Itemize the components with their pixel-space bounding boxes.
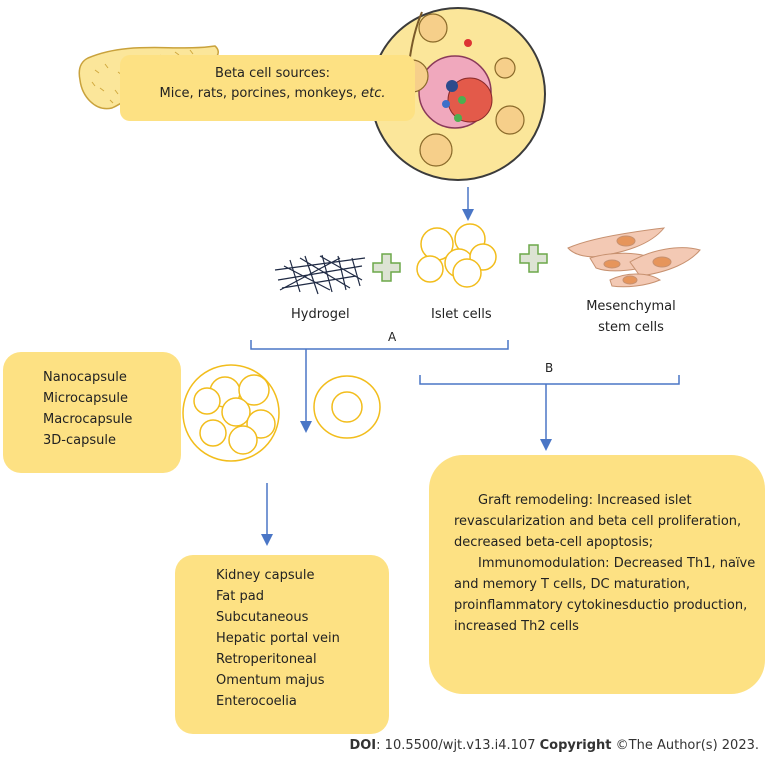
list-item: Enterocoelia [216, 694, 297, 709]
msc-effects-box [429, 455, 765, 694]
list-item: Kidney capsule [216, 568, 315, 583]
sources-list: Mice, rats, porcines, monkeys, etc. [159, 86, 386, 101]
plus-icon [519, 244, 548, 273]
macrocapsule-icon [182, 364, 280, 462]
list-item: Fat pad [216, 589, 264, 604]
beta-cell-sources-box [120, 55, 415, 121]
branch-a-label: A [388, 330, 397, 344]
beta-cell-sources-text: Beta cell sources: Mice, rats, porcines,… [120, 64, 425, 104]
list-item: 3D-capsule [43, 433, 116, 448]
capsule-types-box [3, 352, 181, 473]
capsule-types-list: Nanocapsule Microcapsule Macrocapsule 3D… [43, 367, 132, 451]
list-item: Microcapsule [43, 391, 128, 406]
graft-remodeling-text: Graft remodeling: Increased islet revasc… [454, 493, 742, 550]
immunomodulation-text: Immunomodulation: Decreased Th1, naïve a… [454, 556, 756, 634]
sources-title: Beta cell sources: [215, 66, 330, 81]
branch-b-label: B [545, 361, 554, 375]
mesenchymal-stem-cells-icon [567, 227, 701, 288]
list-item: Macrocapsule [43, 412, 133, 427]
list-item: Subcutaneous [216, 610, 309, 625]
citation-footer: DOI: 10.5500/wjt.v13.i4.107 Copyright ©T… [349, 738, 759, 753]
list-item: Omentum majus [216, 673, 325, 688]
transplant-sites-list: Kidney capsule Fat pad Subcutaneous Hepa… [216, 565, 340, 712]
mesenchymal-stem-cells-label: Mesenchymal stem cells [586, 299, 676, 335]
islet-cells-icon [416, 223, 497, 288]
transplant-sites-box [175, 555, 389, 734]
list-item: Hepatic portal vein [216, 631, 340, 646]
plus-icon [372, 253, 401, 282]
bracket-a [250, 340, 509, 350]
microcapsule-icon [313, 375, 381, 439]
hydrogel-icon [274, 254, 366, 295]
list-item: Nanocapsule [43, 370, 127, 385]
list-item: Retroperitoneal [216, 652, 317, 667]
hydrogel-label: Hydrogel [291, 307, 350, 322]
islet-cells-label: Islet cells [431, 307, 492, 322]
msc-effects-text: Graft remodeling: Increased islet revasc… [454, 490, 759, 637]
bracket-b [419, 375, 680, 385]
